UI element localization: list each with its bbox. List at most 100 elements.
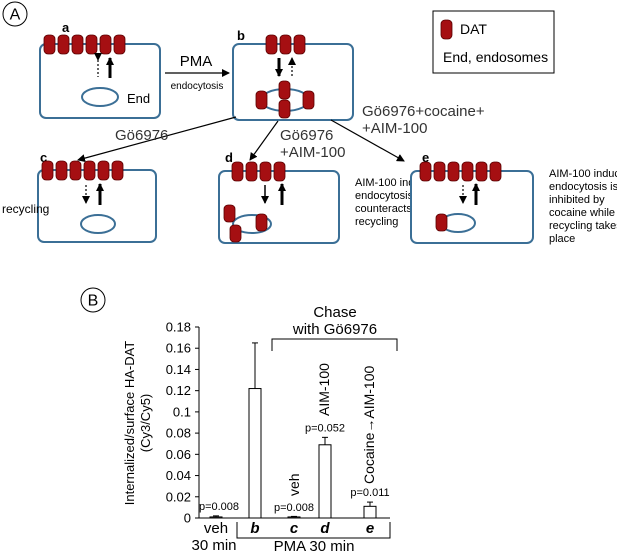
legend-dat-swatch bbox=[440, 19, 453, 40]
dat-transporter bbox=[99, 34, 112, 55]
y-tick-label: 0 bbox=[184, 511, 191, 526]
panel-a: A DAT End, endosomes a End PMA endocytos… bbox=[2, 1, 617, 245]
arrow-to-e-label-2: +AIM-100 bbox=[362, 120, 427, 137]
veh-group-time: 30 min bbox=[191, 537, 236, 554]
category-label: c bbox=[290, 520, 299, 537]
legend-endosomes-label: End, endosomes bbox=[443, 49, 548, 65]
dat-transporter bbox=[293, 34, 306, 55]
bar-b bbox=[248, 388, 262, 519]
cell-c-membrane bbox=[37, 169, 157, 243]
veh-group-label: veh bbox=[204, 520, 228, 537]
chase-label-1: Chase bbox=[313, 304, 356, 321]
y-tick-label: 0.04 bbox=[166, 468, 191, 483]
bar-annotation: AIM-100 bbox=[316, 363, 332, 416]
cell-a: a End bbox=[39, 20, 161, 119]
bar-d bbox=[318, 444, 332, 519]
dat-transporter bbox=[41, 160, 54, 181]
dat-transporter bbox=[419, 161, 432, 182]
y-tick-label: 0.02 bbox=[166, 489, 191, 504]
cell-e-letter: e bbox=[422, 150, 429, 165]
dat-transporter bbox=[273, 161, 286, 182]
legend: DAT End, endosomes bbox=[432, 10, 555, 74]
cell-d-dat-row bbox=[231, 161, 286, 182]
cell-a-endosome bbox=[81, 87, 119, 107]
cell-d-endo-dat bbox=[255, 213, 268, 232]
bar-veh bbox=[209, 516, 223, 519]
dat-transporter bbox=[265, 34, 278, 55]
arrow-to-e bbox=[330, 119, 405, 162]
cell-e-membrane bbox=[410, 170, 534, 244]
cell-a-end-label: End bbox=[127, 91, 150, 106]
cell-b-endo-dat bbox=[278, 80, 291, 100]
p-value-label: p=0.011 bbox=[350, 487, 389, 499]
y-tick-label: 0.14 bbox=[166, 362, 191, 377]
cell-b-endo-dat bbox=[278, 99, 291, 119]
dat-transporter bbox=[71, 34, 84, 55]
cell-b: b bbox=[232, 28, 354, 121]
panel-b-label-circle bbox=[80, 287, 106, 313]
y-tick-label: 0.1 bbox=[173, 404, 191, 419]
arrow-to-e-label-1: Gö6976+cocaine+ bbox=[362, 103, 485, 120]
cell-c-letter: c bbox=[40, 150, 47, 165]
cell-b-endo-dat bbox=[255, 90, 268, 110]
dat-transporter bbox=[97, 160, 110, 181]
bar-c bbox=[287, 516, 301, 519]
bar-annotation: Cocaine→AIM-100 bbox=[361, 366, 377, 484]
pma-bracket bbox=[236, 522, 391, 539]
pma-arrow-sublabel: endocytosis bbox=[171, 81, 224, 92]
note-line: recycling bbox=[355, 216, 398, 228]
y-tick-label: 0.08 bbox=[166, 426, 191, 441]
bar-e bbox=[363, 505, 377, 519]
panel-a-label: A bbox=[10, 7, 21, 24]
chase-label-2: with Gö6976 bbox=[292, 321, 377, 338]
bars: p=0.008 b c p=0.008 veh d p=0.052 AIM-100 e p=0.0… bbox=[199, 342, 390, 537]
cell-a-letter: a bbox=[62, 20, 70, 35]
cell-e-dat-row bbox=[419, 161, 502, 182]
dat-transporter bbox=[85, 34, 98, 55]
dat-transporter bbox=[447, 161, 460, 182]
cell-c-side-text: recycling bbox=[2, 202, 49, 216]
dat-transporter bbox=[489, 161, 502, 182]
p-value-label: p=0.008 bbox=[199, 501, 239, 513]
arrow-to-c bbox=[77, 116, 237, 163]
dat-transporter bbox=[83, 160, 96, 181]
p-value-label: p=0.008 bbox=[274, 502, 314, 514]
pma-arrow-label: PMA bbox=[180, 53, 213, 70]
cell-d-letter: d bbox=[225, 150, 233, 165]
panel-a-label-circle bbox=[2, 1, 28, 27]
p-value-label: p=0.052 bbox=[305, 422, 345, 434]
panel-b-label: B bbox=[88, 293, 99, 310]
note-line: place bbox=[549, 233, 575, 245]
dat-transporter bbox=[231, 161, 244, 182]
cell-c-dat-row bbox=[41, 160, 124, 181]
cell-a-dat-row bbox=[43, 34, 126, 55]
arrow-to-d-label-1: Gö6976 bbox=[280, 127, 333, 144]
y-tick-label: 0.06 bbox=[166, 447, 191, 462]
y-ticks: 00.020.040.060.080.10.120.140.160.18 bbox=[166, 320, 199, 526]
note-line: counteracts bbox=[355, 203, 412, 215]
dat-transporter bbox=[461, 161, 474, 182]
arrow-to-d bbox=[249, 120, 279, 161]
y-axis-label-2: (Cy3/Cy5) bbox=[138, 394, 153, 453]
y-tick-label: 0.18 bbox=[166, 320, 191, 335]
dat-transporter bbox=[111, 160, 124, 181]
cell-d-endo-dat bbox=[229, 224, 242, 243]
category-label: b bbox=[250, 520, 259, 537]
arrow-to-d-label-2: +AIM-100 bbox=[280, 144, 345, 161]
note-line: inhibited by bbox=[549, 194, 605, 206]
y-axis-label-1: Internalized/surface HA-DAT bbox=[122, 341, 137, 506]
note-line: AIM-100 induced bbox=[549, 168, 617, 180]
y-tick-label: 0.12 bbox=[166, 383, 191, 398]
category-label: e bbox=[366, 520, 374, 537]
note-line: recycling takes bbox=[549, 220, 617, 232]
arrow-to-c-label: Gö6976 bbox=[115, 127, 168, 144]
cell-c-endosome bbox=[80, 214, 116, 234]
category-label: d bbox=[320, 520, 330, 537]
pma-group-label: PMA 30 min bbox=[274, 538, 355, 554]
chase-bracket bbox=[271, 338, 398, 351]
dat-transporter bbox=[279, 34, 292, 55]
